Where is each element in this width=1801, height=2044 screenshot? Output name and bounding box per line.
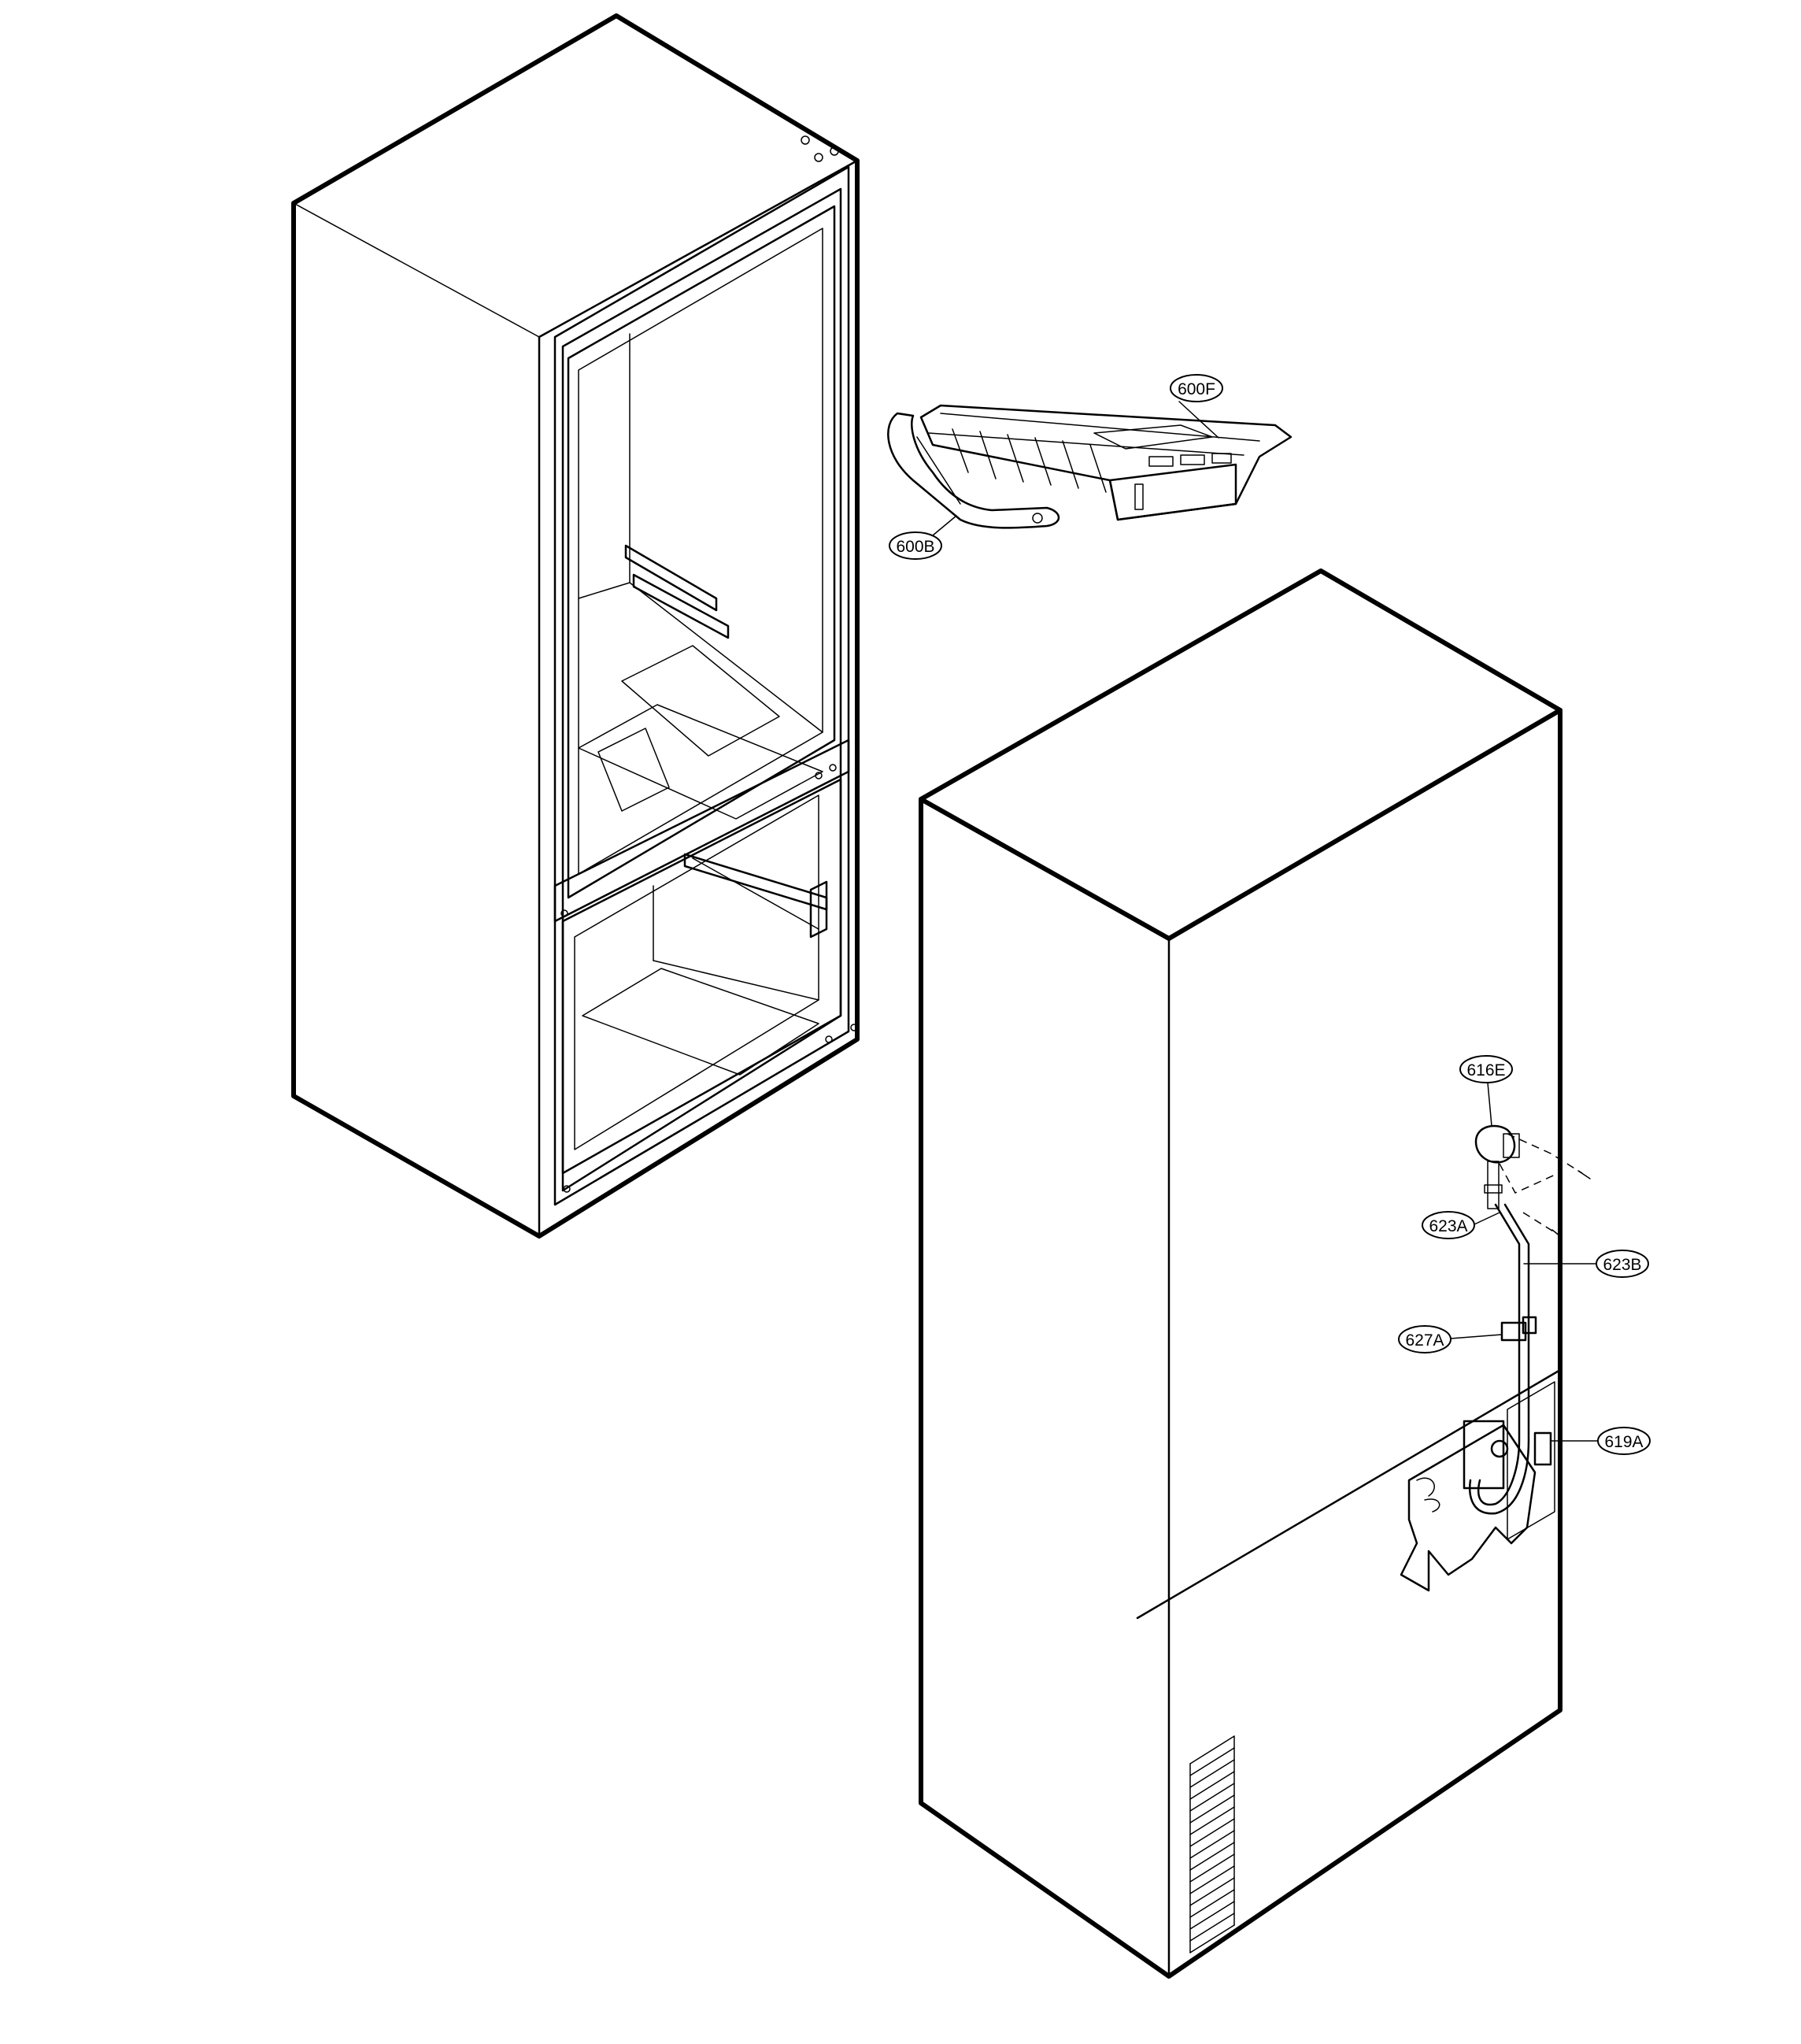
water-valve-assembly (1400, 1124, 1591, 1592)
callout-600F: 600F (1178, 380, 1215, 398)
callout-600B: 600B (896, 538, 934, 556)
ice-maker-assembly (887, 404, 1293, 529)
callout-627A: 627A (1405, 1331, 1444, 1350)
vent-grille (1189, 1735, 1235, 1953)
callout-623B: 623B (1603, 1256, 1641, 1274)
callouts: 600F 600B 616E 623A 623B 627A 619A (889, 374, 1651, 1455)
cabinet-front-view (291, 13, 860, 1239)
callout-623A: 623A (1429, 1217, 1467, 1235)
callout-619A: 619A (1604, 1433, 1643, 1451)
callout-616E: 616E (1466, 1061, 1505, 1079)
cabinet-rear-view (919, 568, 1562, 1979)
